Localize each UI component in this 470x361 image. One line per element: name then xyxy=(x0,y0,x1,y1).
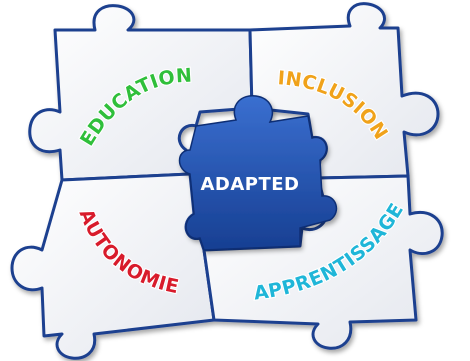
piece-top-left xyxy=(28,4,254,182)
center-label: ADAPTED xyxy=(200,174,299,195)
puzzle-frame xyxy=(10,2,444,360)
center-piece xyxy=(178,95,338,251)
